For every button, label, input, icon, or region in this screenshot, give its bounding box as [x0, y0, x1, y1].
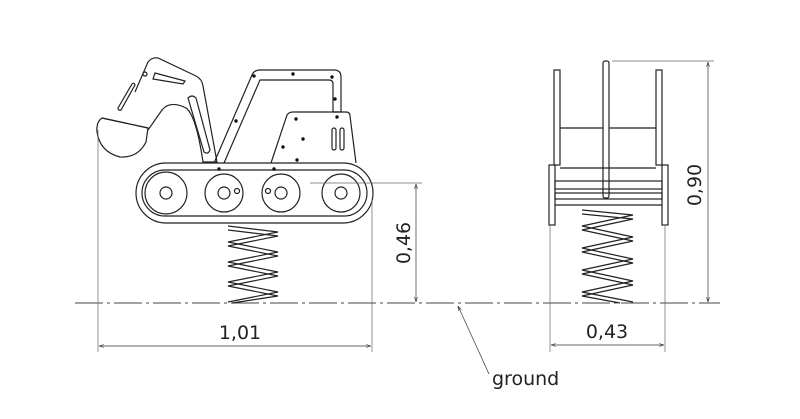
- side-view-excavator: [96, 57, 374, 304]
- dimension-seat-height: 0,46: [310, 182, 422, 302]
- front-view: [548, 60, 669, 304]
- dimension-length: 1,01: [97, 130, 373, 352]
- dimension-total-height: 0,90: [612, 60, 714, 302]
- ground-label: ground: [492, 368, 559, 390]
- dimension-seat-height-label: 0,46: [393, 222, 415, 264]
- ground-callout: ground: [458, 306, 559, 390]
- dimension-total-height-label: 0,90: [684, 164, 706, 206]
- dimension-length-label: 1,01: [219, 322, 261, 344]
- dimension-width-label: 0,43: [586, 321, 628, 343]
- dimension-width: 0,43: [549, 226, 666, 352]
